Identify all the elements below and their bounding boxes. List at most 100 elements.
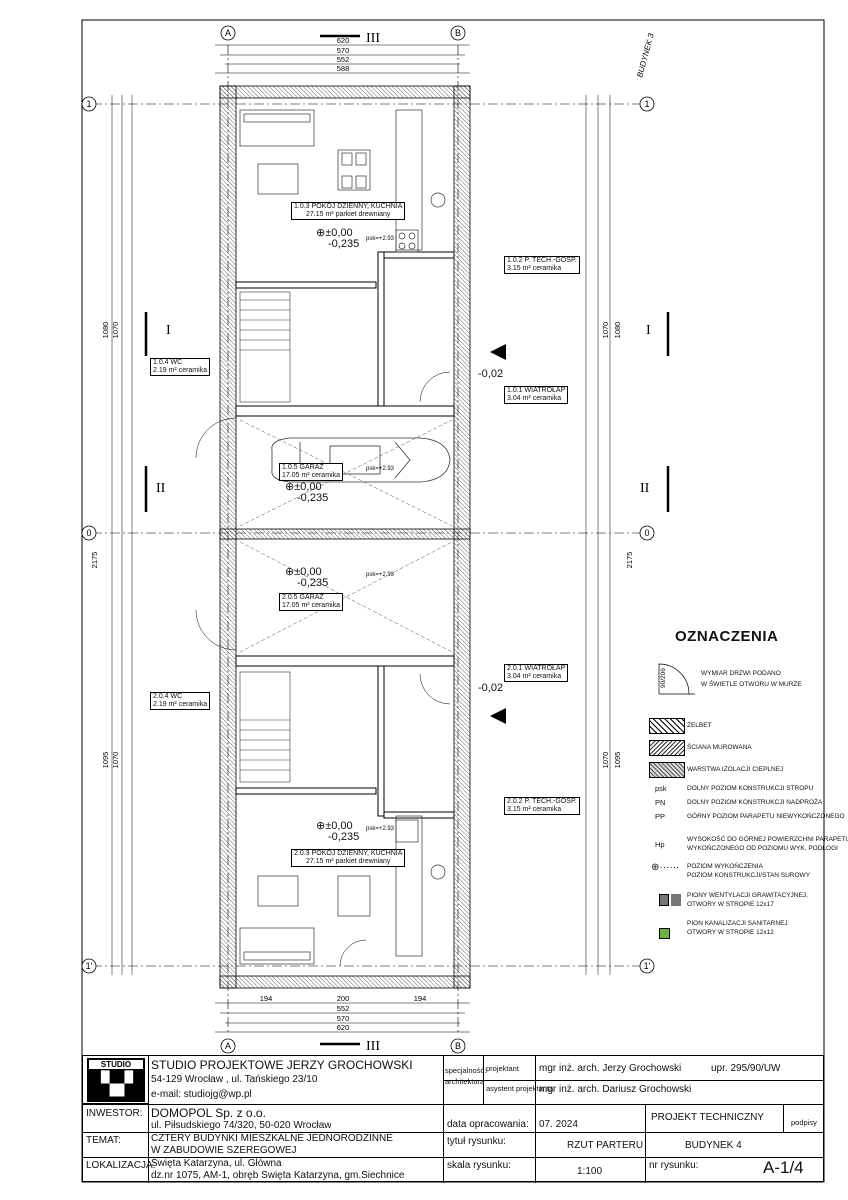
inwestor-address: ul. Piłsudskiego 74/320, 50-020 Wrocław <box>151 1120 332 1131</box>
room-area: 2.19 m² <box>153 701 177 708</box>
section-mark-ii-left: II <box>156 481 166 496</box>
sheet-frame <box>81 19 825 1183</box>
hp-text-2: WYKOŃCZONEGO OD POZIOMU WYK. PODŁOGI <box>687 845 838 852</box>
dim-bottom-570: 570 <box>337 1014 350 1023</box>
sciana-swatch <box>649 740 685 756</box>
level-main: ±0,00 <box>325 820 353 832</box>
hp-abbr: Hp <box>655 840 665 849</box>
vent-legend-icon <box>659 894 669 906</box>
axis-label-a-top: A <box>225 28 231 38</box>
room-label-1-0-2: 1.0.2 P. TECH.-GOSP. 3.15 m² ceramika <box>504 256 580 274</box>
dim-bottom-552: 552 <box>337 1004 350 1013</box>
axis-bubbles <box>81 25 655 1054</box>
location-line-2: dz.nr 1075, AM-1, obręb Święta Katarzyna… <box>151 1170 405 1181</box>
room-id: 2.0.1 <box>507 665 523 672</box>
studio-name: STUDIO PROJEKTOWE JERZY GROCHOWSKI <box>151 1058 413 1072</box>
temat-line-1: CZTERY BUDYNKI MIESZKALNE JEDNORODZINNE <box>151 1133 393 1144</box>
room-name: WC <box>170 693 183 700</box>
room-finish: ceramika <box>532 673 562 680</box>
room-name: POKÓJ DZIENNY, KUCHNIA <box>311 850 403 857</box>
room-id: 1.0.2 <box>507 257 523 264</box>
assistant-name: mgr inż. arch. Dariusz Grochowski <box>539 1084 692 1095</box>
room-area: 3.15 m² <box>507 806 531 813</box>
room-area: 3.15 m² <box>507 265 531 272</box>
room-finish: parkiet drewniany <box>335 858 391 865</box>
psk-text: DOLNY POZIOM KONSTRUKCJI STROPU <box>687 785 814 792</box>
level-legend-icon: ⊕······ <box>651 862 680 873</box>
dim-bottom-194a: 194 <box>260 994 273 1003</box>
level-entry-bottom: -0,02 <box>478 682 504 694</box>
door-dims: 90/206 <box>660 668 667 688</box>
room-label-1-0-4: 1.0.4 WC 2.19 m² ceramika <box>150 358 211 376</box>
dimension-texts: 620 570 552 588 194 200 194 552 570 620 … <box>90 36 634 1032</box>
project-phase: PROJEKT TECHNICZNY <box>651 1112 764 1123</box>
dim-bottom-620: 620 <box>337 1023 350 1032</box>
level-main: ±0,00 <box>294 481 322 493</box>
room-id: 2.0.2 <box>507 798 523 805</box>
axis-label-1p-right: 1' <box>644 961 651 971</box>
pp-text: GÓRNY POZIOM PARAPETU NIEWYKOŃCZONEGO <box>687 813 845 820</box>
section-mark-i-right: I <box>646 323 651 338</box>
inwestor-name: DOMOPOL Sp. z o.o. <box>151 1106 266 1120</box>
scale-label: skala rysunku: <box>447 1160 511 1171</box>
level-marker-garage-1: ⊕±0,00 -0,235 <box>285 481 329 504</box>
room-name: WC <box>170 359 183 366</box>
room-id: 1.0.5 <box>282 464 298 471</box>
logo-mark-icon: ▚▞ <box>101 1071 133 1096</box>
sciana-label: ŚCIANA MUROWANA <box>687 744 752 751</box>
room-label-1-0-5: 1.0.5 GARAŻ 17.05 m² ceramika <box>279 463 343 481</box>
temat-line-2: W ZABUDOWIE SZEREGOWEJ <box>151 1145 297 1156</box>
section-mark-iii-top: III <box>366 31 380 46</box>
door-note-2: W ŚWIETLE OTWORU W MURZE <box>701 681 802 688</box>
axis-label-1p-left: 1' <box>86 961 93 971</box>
legend-title: OZNACZENIA <box>675 628 779 645</box>
furniture-bottom <box>239 815 446 965</box>
hp-text-1: WYSOKOŚĆ DO GÓRNEJ POWIERZCHNI PARAPETU <box>687 836 848 843</box>
vent-text-2: OTWORY W STROPIE 12x17 <box>687 901 774 908</box>
level-text-2: POZIOM KONSTRUKCJI/STAN SUROWY <box>687 872 811 879</box>
axis-label-1-right: 1 <box>644 99 649 109</box>
studio-address: 54-129 Wrocław , ul. Tańskiego 23/10 <box>151 1074 318 1085</box>
room-name: WIATROŁAP <box>524 387 566 394</box>
dim-top-588: 588 <box>337 64 350 73</box>
title-block: STUDIO ▚▞ STUDIO PROJEKTOWE JERZY GROCHO… <box>82 1055 824 1183</box>
psk-label-garage-1: psk=+2.93 <box>366 466 395 472</box>
room-label-2-0-5: 2.0.5 GARAŻ 17.05 m² ceramika <box>279 593 343 611</box>
room-area: 3.04 m² <box>507 673 531 680</box>
drawing-title-label: tytuł rysunku: <box>447 1136 506 1147</box>
door-note-1: WYMIAR DRZWI PODANO <box>701 670 781 677</box>
room-label-2-0-2: 2.0.2 P. TECH.-GOSP. 3.15 m² ceramika <box>504 797 580 815</box>
room-label-1-0-3: 1.0.3 POKÓJ DZIENNY, KUCHNIA 27.15 m² pa… <box>291 202 406 220</box>
room-name: POKÓJ DZIENNY, KUCHNIA <box>311 203 403 210</box>
psk-label-garage-2: psk=+2.93 <box>366 572 395 578</box>
room-finish: ceramika <box>178 367 208 374</box>
psk-label-top: psk=+2.93 <box>366 236 395 242</box>
level-raw: -0,235 <box>297 577 329 589</box>
room-area: 17.05 m² <box>282 472 310 479</box>
door-legend-icon <box>658 663 695 695</box>
garage-diagonals <box>239 419 453 653</box>
dim-right-2175: 2175 <box>625 552 634 569</box>
section-mark-i-left: I <box>166 323 171 338</box>
room-area: 17.05 m² <box>282 602 310 609</box>
spec-label-2: architektura <box>445 1077 485 1086</box>
studio-logo: STUDIO ▚▞ <box>87 1058 145 1102</box>
room-finish: ceramika <box>178 701 208 708</box>
section-mark-ii-right: II <box>640 481 650 496</box>
dim-left-1070: 1070 <box>111 322 120 339</box>
room-area: 27.15 m² <box>305 858 334 865</box>
level-marker-garage-2: ⊕±0,00 -0,235 <box>285 566 329 589</box>
dim-top-620: 620 <box>337 36 350 45</box>
room-id: 2.0.3 <box>294 850 310 857</box>
dim-right-1080: 1080 <box>613 322 622 339</box>
room-finish: ceramika <box>532 395 562 402</box>
dim-right-1070b: 1070 <box>601 752 610 769</box>
room-label-1-0-1: 1.0.1 WIATROŁAP 3.04 m² ceramika <box>504 386 569 404</box>
door-arcs <box>195 371 451 967</box>
dim-left-1080: 1080 <box>101 322 110 339</box>
room-id: 1.0.4 <box>153 359 169 366</box>
location-line-1: Święta Katarzyna, ul. Główna <box>151 1158 282 1169</box>
axis-label-0-right: 0 <box>644 528 649 538</box>
signatures-label: podpisy <box>791 1118 817 1127</box>
